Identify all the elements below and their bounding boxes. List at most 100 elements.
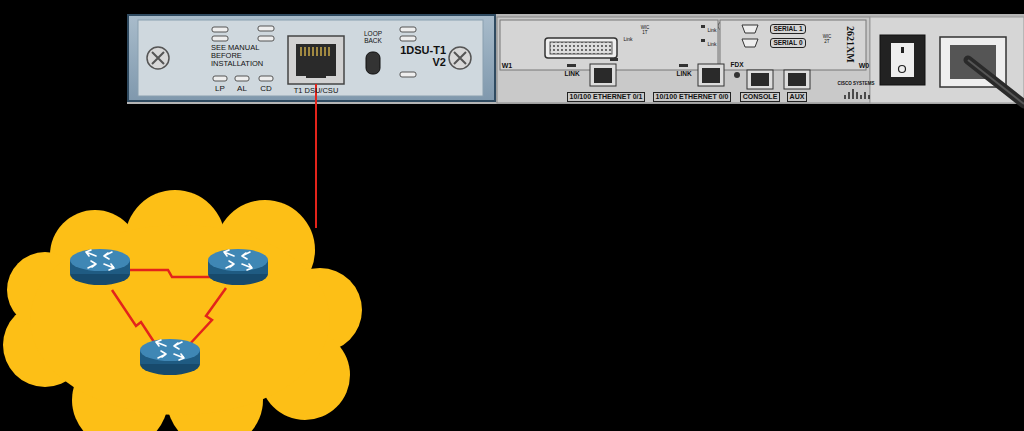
t1-link — [316, 84, 317, 228]
router-chassis — [870, 17, 1024, 103]
wic-card — [545, 38, 617, 58]
t1-module — [213, 76, 227, 81]
router-icon — [70, 249, 130, 285]
screw — [454, 52, 466, 64]
port-label-box: 10/100 ETHERNET 0/1 — [567, 92, 646, 102]
cisco-logo — [845, 89, 869, 99]
wic-card — [500, 20, 718, 70]
rj45-port — [590, 64, 616, 86]
router-icon — [242, 264, 252, 270]
screw — [147, 47, 169, 69]
rj45-port — [702, 68, 720, 83]
button-label: LOOP BACK — [358, 31, 388, 45]
port-label: 10/100 ETHERNET 0/0 — [656, 93, 729, 101]
wic-card — [742, 25, 758, 33]
power-switch — [880, 35, 925, 85]
port-label: 10/100 ETHERNET 0/1 — [570, 93, 643, 101]
port-label: T1 DSU/CSU — [294, 87, 339, 95]
serial-link — [112, 290, 156, 345]
slot-label: W1 — [502, 62, 513, 69]
router-icon — [104, 252, 112, 259]
power-switch — [891, 43, 914, 77]
port-label: AUX — [790, 93, 805, 101]
rj45-port — [679, 64, 688, 67]
rj45-port — [567, 64, 576, 67]
rj45-port — [567, 64, 810, 89]
port-label: CONSOLE — [743, 93, 778, 101]
t1-module — [400, 27, 416, 32]
t1-module — [400, 36, 416, 41]
rj45-port — [784, 70, 810, 89]
t1-module — [258, 36, 274, 41]
wic-card — [610, 58, 618, 61]
router-icon — [226, 261, 234, 268]
router-icon — [70, 249, 130, 271]
router-icon — [140, 339, 200, 361]
t1-module — [128, 15, 495, 101]
t1-module — [258, 26, 274, 31]
wic-card — [550, 42, 612, 54]
port-label-box: SERIAL 1 — [770, 24, 805, 33]
router-icon — [174, 342, 182, 349]
t1-module — [128, 15, 495, 101]
power-switch — [901, 47, 904, 53]
router-icon — [208, 249, 268, 285]
router-icon — [86, 250, 96, 256]
rj45-port — [747, 70, 773, 89]
t1-port — [301, 47, 329, 56]
t1-module — [212, 36, 228, 41]
serial-link — [120, 270, 218, 277]
cisco-logo — [845, 89, 869, 99]
router-icon — [70, 249, 268, 375]
wic-card — [701, 39, 705, 42]
t1-module — [138, 20, 483, 96]
t1-module — [212, 27, 228, 32]
router-icon — [104, 264, 114, 270]
led-label: FDX — [731, 62, 744, 69]
router-icon — [140, 339, 200, 375]
port-label: SERIAL 0 — [773, 39, 802, 46]
router-icon — [224, 250, 234, 256]
wic-card — [701, 25, 705, 28]
led-label: LINK — [676, 71, 691, 78]
power-inlet — [968, 60, 1024, 104]
wic-card — [742, 39, 758, 47]
serial-link — [188, 288, 226, 346]
port-label-box: 10/100 ETHERNET 0/0 — [653, 92, 732, 102]
led-label: Link — [623, 37, 632, 42]
router-icon — [88, 261, 96, 268]
rj45-port — [734, 72, 740, 78]
serial-link — [112, 270, 226, 346]
led-label: Link — [707, 42, 716, 47]
led-label: AL — [237, 85, 247, 93]
router-icon — [156, 340, 166, 346]
power-inlet — [968, 60, 1024, 104]
brand-name: CISCO SYSTEMS — [837, 82, 874, 87]
port-label-box: AUX — [787, 92, 808, 102]
screw — [449, 47, 471, 69]
t1-port — [306, 70, 326, 78]
router-icon — [208, 249, 268, 271]
t1-module — [400, 72, 416, 77]
loopback-button — [366, 52, 380, 74]
port-label: SERIAL 1 — [773, 25, 802, 32]
t1-port — [288, 36, 344, 84]
port-label-box: SERIAL 0 — [770, 38, 805, 47]
router-icon — [174, 354, 184, 360]
rj45-port — [788, 73, 806, 86]
router-chassis — [127, 14, 1024, 104]
wic-card — [720, 20, 866, 70]
card-name: WIC 1T — [638, 26, 652, 35]
t1-module — [259, 76, 273, 81]
t1-module — [235, 76, 249, 81]
wic-card — [500, 20, 866, 70]
led-label: LINK — [564, 71, 579, 78]
power-switch — [880, 35, 925, 85]
wan-cloud — [30, 225, 330, 415]
router-icon — [242, 252, 250, 259]
t1-link — [315, 84, 317, 228]
rj45-port — [594, 68, 612, 83]
router-icon — [158, 351, 166, 358]
screw — [152, 52, 164, 64]
rj45-port — [698, 64, 724, 86]
